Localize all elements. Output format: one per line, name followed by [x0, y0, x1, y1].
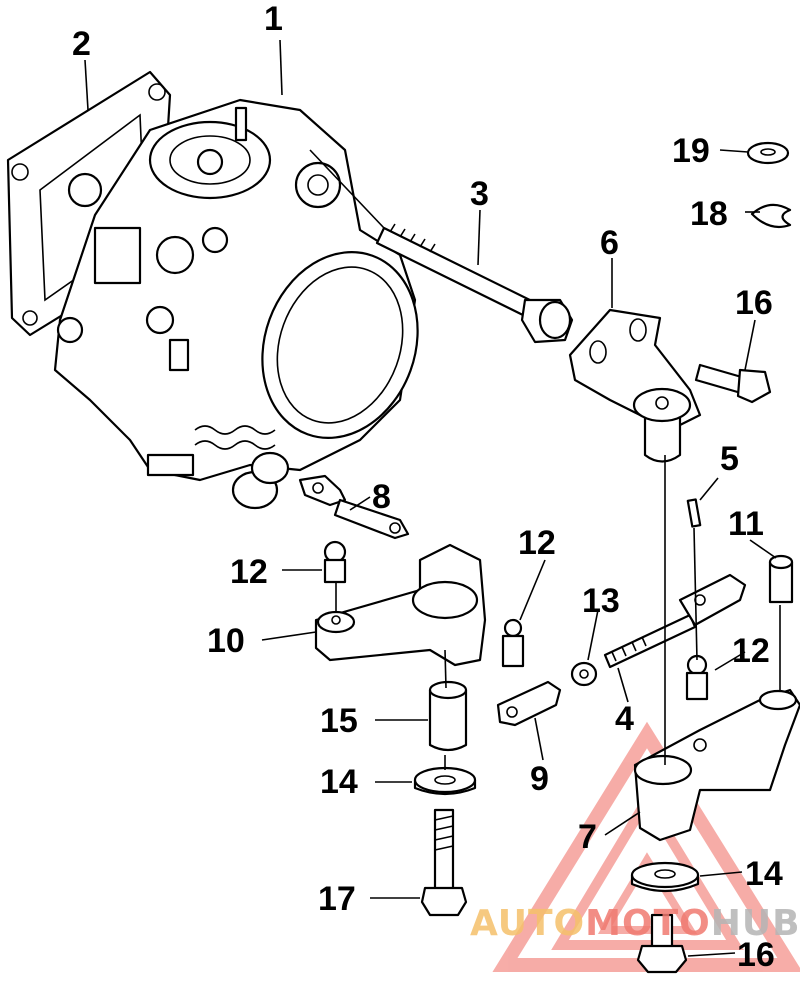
- callout-12-left: 12: [230, 553, 268, 591]
- callout-18: 18: [690, 195, 728, 233]
- callout-2: 2: [72, 25, 91, 63]
- washer-19-part: [746, 141, 790, 165]
- callout-1: 1: [264, 0, 283, 38]
- adjust-rod-4-part: [603, 573, 747, 669]
- throttle-body-part: [53, 98, 419, 510]
- watermark-moto: MOTO: [585, 903, 711, 944]
- callout-13: 13: [582, 582, 620, 620]
- nut-13-part: [570, 661, 598, 687]
- callout-12-right: 12: [732, 632, 770, 670]
- ball-stud-12-left-part: [323, 540, 347, 584]
- callout-19: 19: [672, 132, 710, 170]
- callout-16-upper: 16: [735, 284, 773, 322]
- callout-17: 17: [318, 880, 356, 918]
- bolt-16-lower-part: [636, 913, 688, 974]
- watermark-auto: AUTO: [470, 903, 585, 944]
- bracket-part: [568, 308, 702, 463]
- bolt-17-part: [420, 808, 468, 917]
- callout-10: 10: [207, 622, 245, 660]
- callout-5: 5: [720, 440, 739, 478]
- watermark-hub: HUB: [711, 903, 800, 944]
- pin-5-part: [686, 498, 702, 528]
- svg-text:AUTOMOTOHUB: AUTOMOTOHUB: [470, 903, 800, 944]
- ball-stud-12-right-part: [685, 654, 709, 701]
- cotter-pin-18-part: [750, 203, 792, 229]
- stud-11-part: [768, 554, 794, 604]
- callout-16-lower: 16: [737, 936, 775, 974]
- callout-6: 6: [600, 224, 619, 262]
- callout-labels: 1 2 3 4 5 6 7 8 9 10 11 12 12 12 13 14 1…: [72, 0, 783, 974]
- ball-stud-12-center-part: [501, 618, 525, 668]
- washer-14-left-part: [413, 766, 477, 796]
- callout-9: 9: [530, 760, 549, 798]
- callout-14-left: 14: [320, 763, 358, 801]
- callout-4: 4: [615, 700, 634, 738]
- washer-14-right-part: [630, 861, 700, 893]
- leader-lines: [84, 39, 781, 957]
- callout-7: 7: [578, 818, 597, 856]
- callout-15: 15: [320, 702, 358, 740]
- callout-11: 11: [728, 505, 764, 543]
- long-bolt-part: [375, 223, 574, 344]
- callout-8: 8: [372, 478, 391, 516]
- callout-14-right: 14: [745, 855, 783, 893]
- callout-3: 3: [470, 175, 489, 213]
- arm-7-part: [633, 688, 800, 842]
- throttle-lever-10-part: [314, 543, 487, 667]
- collar-15-part: [428, 680, 468, 752]
- rod-end-9-part: [496, 680, 562, 727]
- link-rod-8-part: [298, 474, 410, 540]
- callout-12-center: 12: [518, 524, 556, 562]
- bolt-16-upper-part: [694, 363, 772, 404]
- watermark-text: AUTOMOTOHUB: [470, 903, 800, 944]
